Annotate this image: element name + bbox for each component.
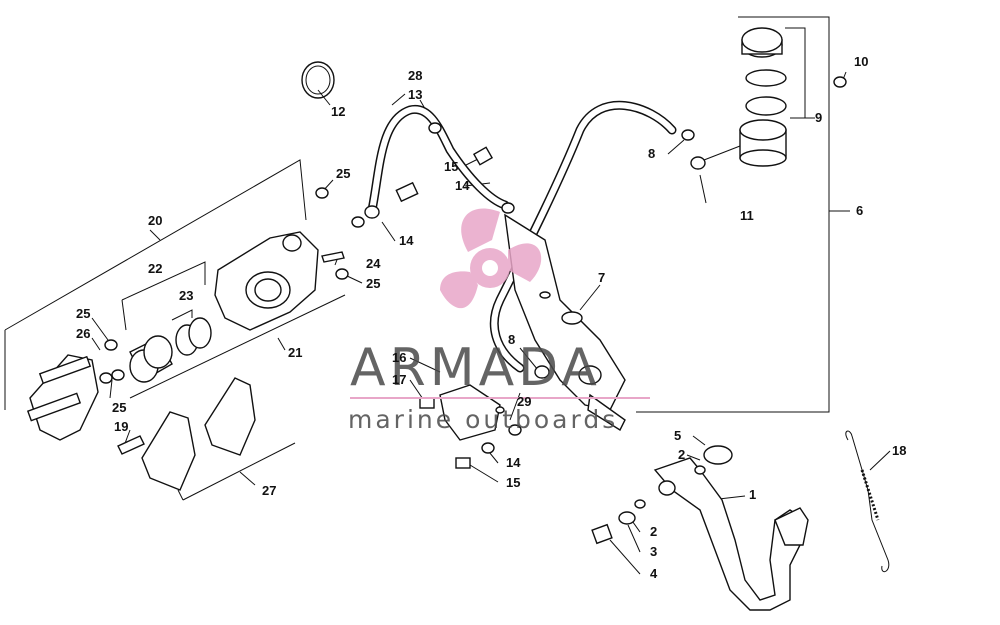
callout-25-right: 25	[366, 276, 380, 291]
callout-28: 28	[408, 68, 422, 83]
callout-19: 19	[114, 419, 128, 434]
watermark: ARMADA marine outboards	[348, 208, 650, 434]
callout-9: 9	[815, 110, 822, 125]
callout-8-lower: 8	[508, 332, 515, 347]
callout-labels: 1 2 2 3 4 5 6 7 8 8 9 10 11 12 13 14 14 …	[76, 54, 906, 581]
callout-8-upper: 8	[648, 146, 655, 161]
callout-25-bottom: 25	[112, 400, 126, 415]
callout-5: 5	[674, 428, 681, 443]
brake-caliper	[214, 187, 365, 331]
callout-22: 22	[148, 261, 162, 276]
callout-14-lower: 14	[506, 455, 521, 470]
callout-15-upper: 15	[444, 159, 458, 174]
reservoir-hose-8	[489, 100, 677, 373]
callout-20: 20	[148, 213, 162, 228]
callout-16: 16	[392, 350, 406, 365]
callout-25-left: 25	[76, 306, 90, 321]
callout-10: 10	[854, 54, 868, 69]
watermark-subtitle: marine outboards	[348, 405, 618, 434]
piston-and-seals	[129, 317, 212, 383]
fluid-reservoir	[681, 27, 847, 170]
caliper-bracket	[26, 339, 145, 455]
brake-pedal	[591, 445, 809, 611]
watermark-title: ARMADA	[350, 338, 601, 398]
callout-12: 12	[331, 104, 345, 119]
callout-6: 6	[856, 203, 863, 218]
callout-23: 23	[179, 288, 193, 303]
brake-hose-13	[367, 104, 510, 215]
callout-13: 13	[408, 87, 422, 102]
callout-14-left: 14	[399, 233, 414, 248]
callout-1: 1	[749, 487, 756, 502]
brake-pads	[141, 377, 256, 491]
callout-26: 26	[76, 326, 90, 341]
callout-2-lower: 2	[650, 524, 657, 539]
callout-18: 18	[892, 443, 906, 458]
hose-fittings	[364, 122, 550, 379]
callout-7: 7	[598, 270, 605, 285]
callout-24: 24	[366, 256, 381, 271]
callout-2-upper: 2	[678, 447, 685, 462]
retaining-ring	[301, 61, 335, 99]
callout-15-lower: 15	[506, 475, 520, 490]
callout-17: 17	[392, 372, 406, 387]
return-spring	[845, 430, 890, 573]
callout-3: 3	[650, 544, 657, 559]
callout-21: 21	[288, 345, 302, 360]
callout-25-upper: 25	[336, 166, 350, 181]
callout-29: 29	[517, 394, 531, 409]
callout-4: 4	[650, 566, 658, 581]
callout-11: 11	[740, 208, 754, 223]
callout-14-upper: 14	[455, 178, 470, 193]
armada-logo	[440, 208, 542, 309]
callout-27: 27	[262, 483, 276, 498]
